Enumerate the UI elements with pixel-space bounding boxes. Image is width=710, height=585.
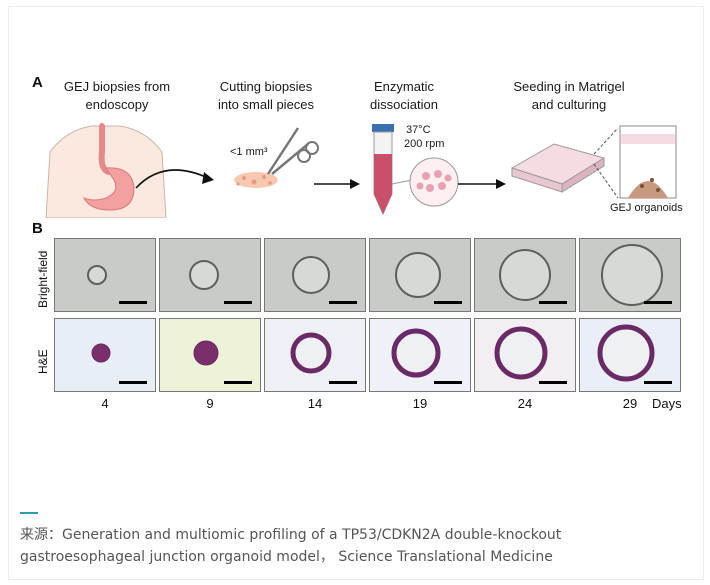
day-label: 9 xyxy=(206,396,214,411)
temperature-label: 37°C xyxy=(406,124,431,136)
figure: A GEJ biopsies from endoscopy Cutting bi… xyxy=(24,66,692,416)
scale-bar xyxy=(329,301,357,304)
days-unit-label: Days xyxy=(652,396,682,411)
step-3-label: Enzymatic dissociation xyxy=(370,79,438,112)
he-stain-micrograph xyxy=(54,318,156,392)
he-stain-micrograph xyxy=(264,318,366,392)
scissors-icon xyxy=(234,127,319,188)
step-4-label: Seeding in Matrigel and culturing xyxy=(513,79,625,112)
scale-bar xyxy=(119,301,147,304)
panel-b-letter: B xyxy=(32,220,43,237)
day-label: 4 xyxy=(101,396,109,411)
curved-arrow-icon xyxy=(135,169,214,189)
scale-bar xyxy=(539,301,567,304)
scale-bar xyxy=(224,381,252,384)
culture-plate-icon xyxy=(510,125,677,199)
speed-label: 200 rpm xyxy=(404,138,445,150)
he-stain-micrograph xyxy=(579,318,681,392)
bright-field-micrograph xyxy=(159,238,261,312)
scale-bar xyxy=(434,381,462,384)
row-label-bright-field: Bright-field xyxy=(36,250,50,308)
torso-stomach-illustration xyxy=(45,123,167,218)
day-label: 14 xyxy=(307,396,323,411)
he-stain-micrograph xyxy=(369,318,471,392)
piece-size-label: <1 mm³ xyxy=(230,146,268,158)
bright-field-micrograph xyxy=(474,238,576,312)
figure-caption: 来源：Generation and multiomic profiling of… xyxy=(20,527,562,565)
scale-bar xyxy=(644,301,672,304)
arrow-icon xyxy=(458,179,506,189)
bright-field-micrograph xyxy=(579,238,681,312)
he-stain-micrograph xyxy=(159,318,261,392)
bright-field-micrograph xyxy=(369,238,471,312)
gej-organoids-label: GEJ organoids xyxy=(610,202,683,214)
day-label: 19 xyxy=(412,396,428,411)
day-label: 29 xyxy=(622,396,638,411)
step-2-label: Cutting biopsies into small pieces xyxy=(217,79,315,112)
scale-bar xyxy=(539,381,567,384)
centrifuge-tube-icon xyxy=(372,124,459,216)
he-stain-micrograph xyxy=(474,318,576,392)
bright-field-micrograph xyxy=(54,238,156,312)
scale-bar xyxy=(644,381,672,384)
scale-bar xyxy=(224,301,252,304)
step-1-label: GEJ biopsies from endoscopy xyxy=(63,79,171,112)
scale-bar xyxy=(434,301,462,304)
scale-bar xyxy=(329,381,357,384)
row-label-he: H&E xyxy=(36,349,50,374)
bright-field-micrograph xyxy=(264,238,366,312)
scale-bar xyxy=(119,381,147,384)
panel-a-letter: A xyxy=(32,74,43,91)
caption-rule xyxy=(20,512,38,514)
day-label: 24 xyxy=(517,396,533,411)
arrow-icon xyxy=(314,179,360,189)
